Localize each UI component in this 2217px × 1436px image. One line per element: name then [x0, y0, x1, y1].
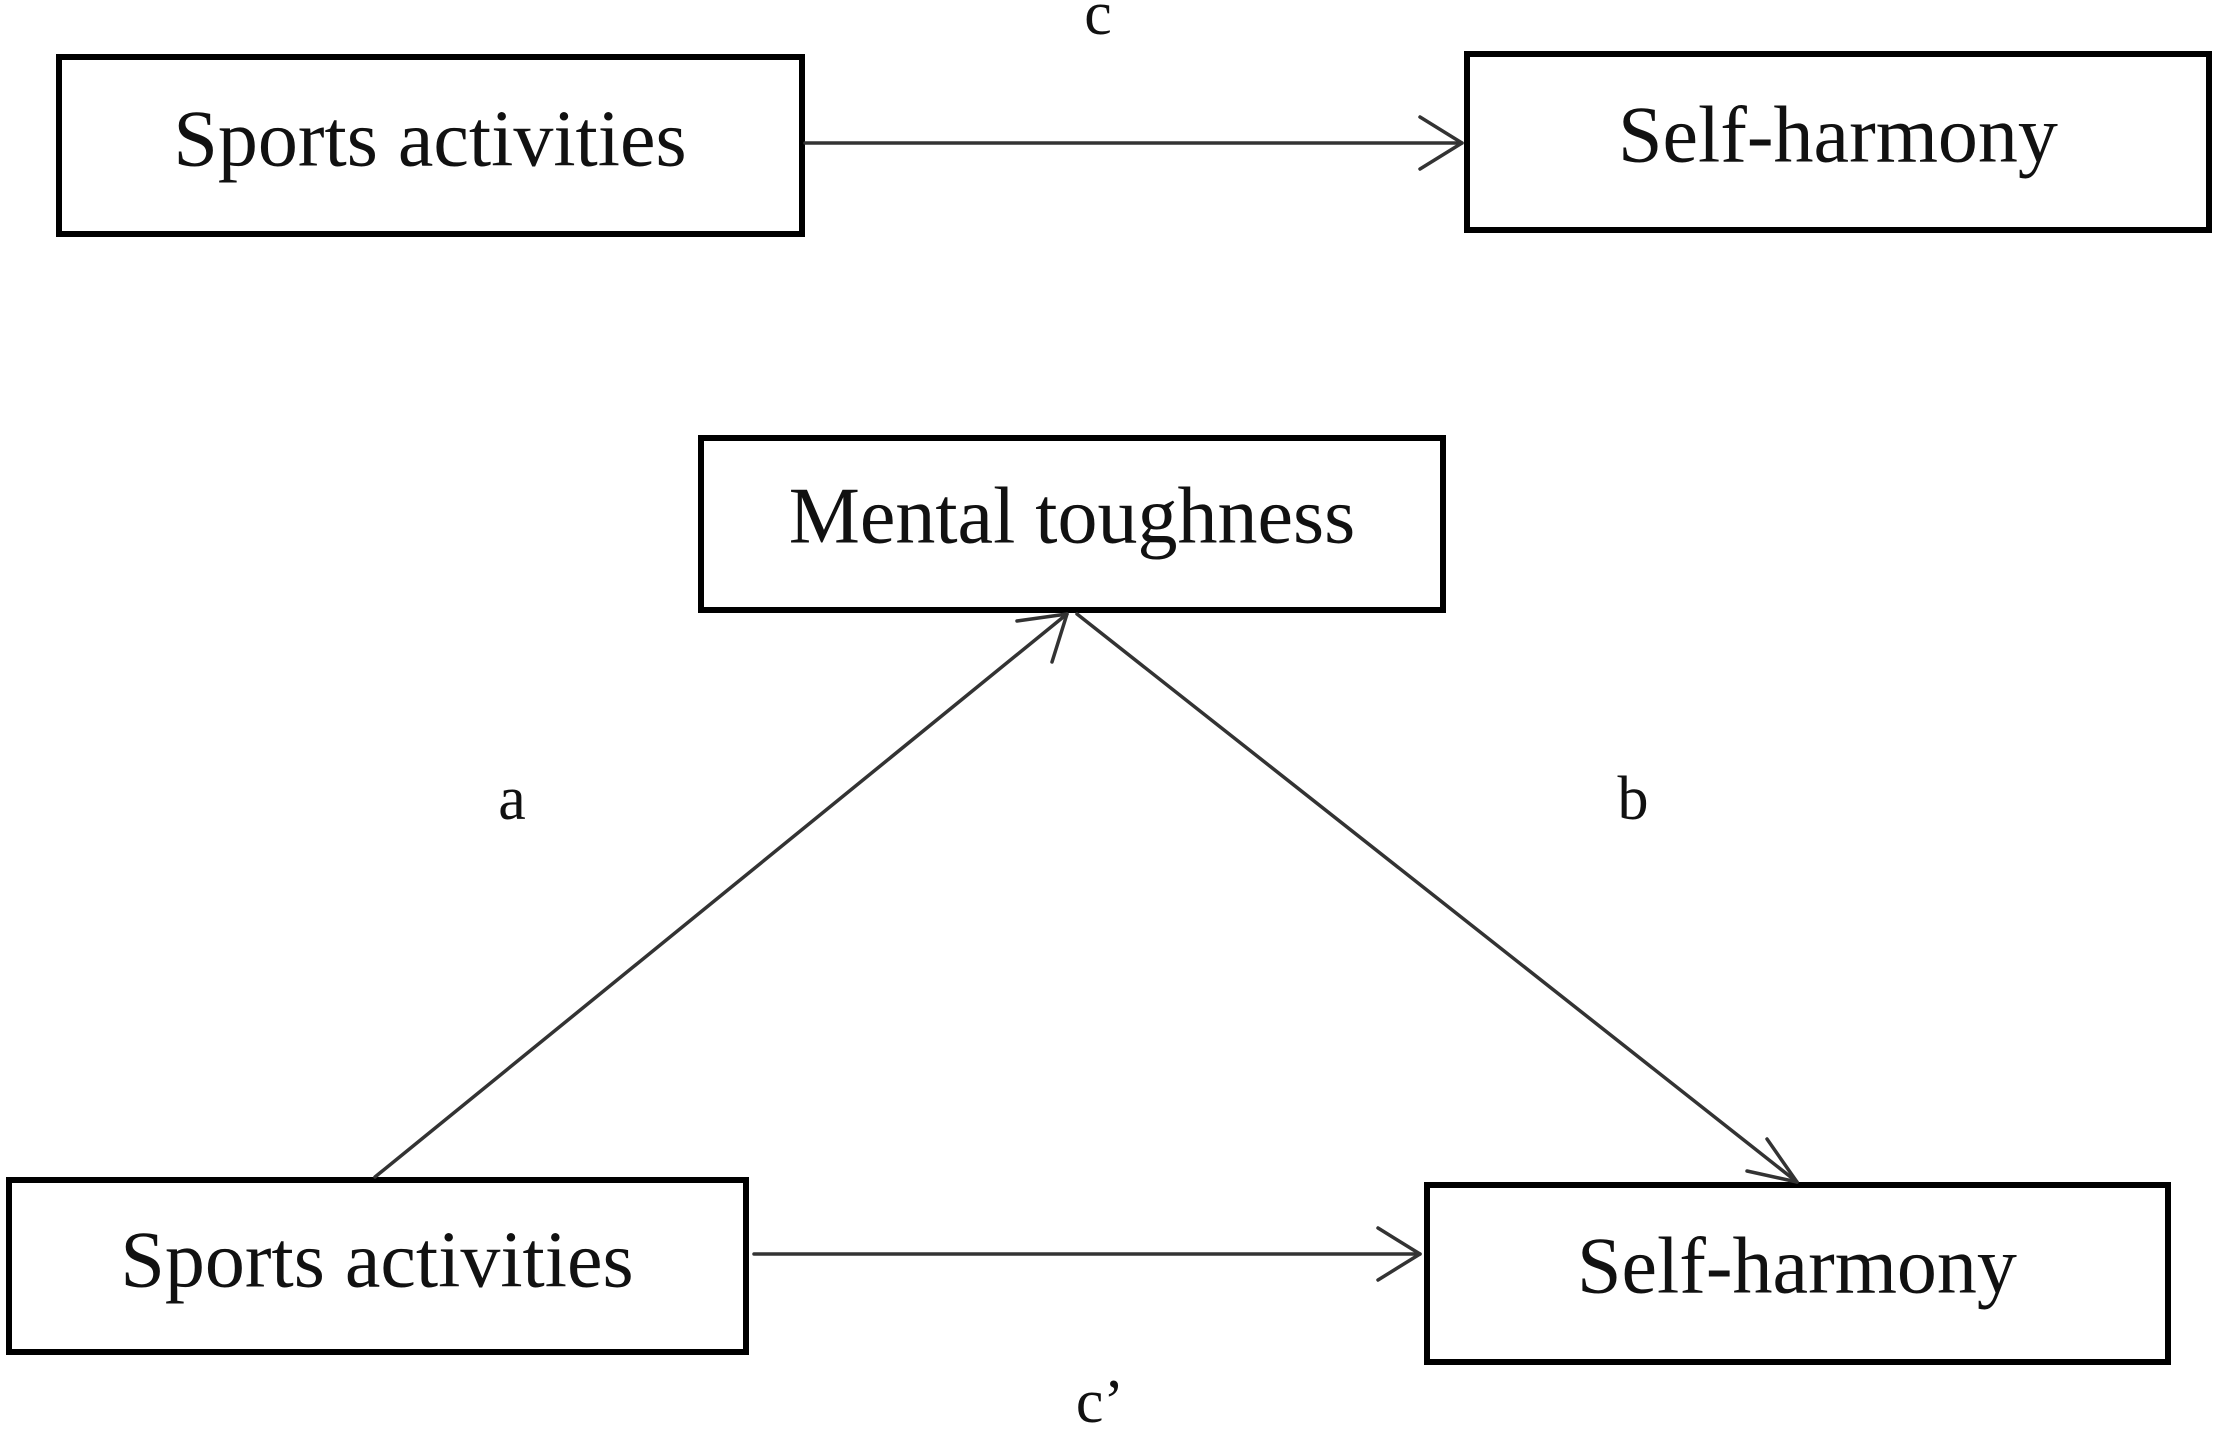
bottom-outcome-label: Self-harmony — [1577, 1222, 2017, 1310]
path-a-arrow — [373, 612, 1069, 1179]
bottom-predictor-box: Sports activities — [6, 1177, 749, 1355]
bottom-predictor-label: Sports activities — [120, 1216, 633, 1304]
top-outcome-label: Self-harmony — [1618, 91, 2058, 179]
top-predictor-box: Sports activities — [56, 54, 805, 237]
mediation-model: Mental toughness Sports activities Self-… — [6, 435, 2171, 1436]
path-c-prime-arrow — [752, 1226, 1422, 1282]
path-c-label: c — [1084, 0, 1112, 48]
path-b-arrow — [1075, 612, 1799, 1184]
total-effect-model: Sports activities Self-harmony c — [56, 0, 2212, 237]
path-c-prime-label: c’ — [1076, 1368, 1124, 1436]
top-predictor-label: Sports activities — [173, 95, 686, 183]
top-outcome-box: Self-harmony — [1464, 51, 2212, 233]
path-c-arrow — [803, 115, 1464, 171]
mediator-box: Mental toughness — [698, 435, 1446, 613]
path-a-label: a — [498, 765, 526, 833]
mediator-label: Mental toughness — [789, 472, 1356, 560]
bottom-outcome-box: Self-harmony — [1424, 1182, 2171, 1365]
path-b-label: b — [1618, 765, 1649, 833]
